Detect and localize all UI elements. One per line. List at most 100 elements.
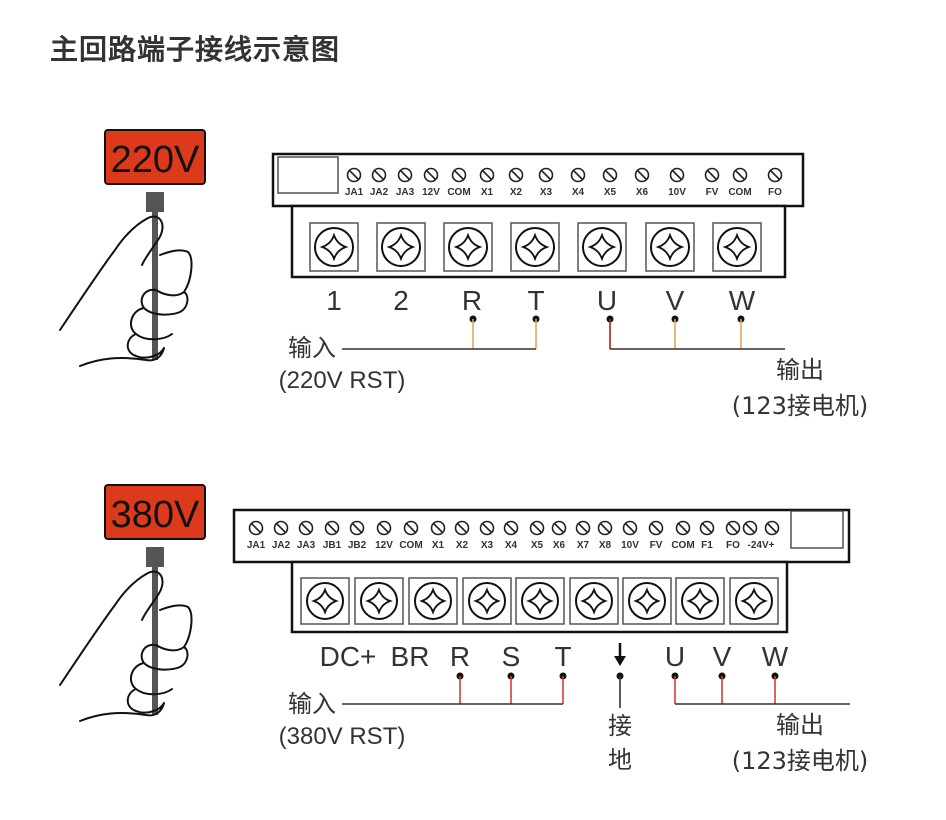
plug-icon [146, 547, 164, 567]
screw-cross-icon [633, 587, 661, 615]
power-terminal-label: T [554, 641, 571, 672]
power-terminal [354, 577, 404, 625]
control-terminal-label: X3 [540, 187, 553, 198]
screw-cross-icon [722, 232, 752, 262]
screw-cross-icon [520, 232, 550, 262]
screw-slot-icon [636, 169, 648, 181]
control-terminal: X4 [570, 167, 586, 198]
control-terminal-label: X1 [481, 187, 494, 198]
control-terminal-label: X7 [577, 540, 590, 551]
control-terminal-label: JA3 [297, 540, 316, 551]
screw-cross-icon [587, 232, 617, 262]
screw-cross-icon [453, 232, 483, 262]
power-terminal-label: R [450, 641, 470, 672]
power-terminal-label: U [597, 285, 617, 316]
control-terminal-label: COM [399, 540, 422, 551]
power-terminal-label: DC+ [320, 641, 377, 672]
plug-icon [146, 192, 164, 212]
control-terminal: X7 [575, 520, 591, 551]
control-terminal-label: X1 [432, 540, 445, 551]
control-terminal-label: 10V [668, 187, 686, 198]
control-terminal: X3 [479, 520, 495, 551]
power-terminal-label: V [713, 641, 732, 672]
control-board [232, 508, 851, 564]
voltage-badge [104, 484, 206, 540]
voltage-label: 220V [111, 139, 200, 181]
power-terminal [569, 577, 619, 625]
screw-slot-icon [275, 522, 287, 534]
control-terminal: X2 [454, 520, 470, 551]
output-label: 输出 [776, 356, 824, 384]
input-label: 输入 [288, 334, 336, 362]
control-terminal-label: FV [706, 187, 719, 198]
control-terminal-label: JA1 [247, 540, 266, 551]
screw-slot-icon [250, 522, 262, 534]
power-terminal [300, 577, 350, 625]
input-sub-label: (380V RST) [279, 723, 406, 750]
control-terminal: JA2 [370, 167, 389, 198]
control-terminal: X3 [538, 167, 554, 198]
control-terminal: JA1 [247, 520, 266, 551]
screw-cross-icon [365, 587, 393, 615]
screw-cross-icon [473, 587, 501, 615]
power-terminal [645, 222, 695, 272]
power-terminal [408, 577, 458, 625]
power-terminal-label: W [762, 641, 789, 672]
control-terminal: COM [447, 167, 471, 198]
control-terminal: X5 [529, 520, 545, 551]
control-terminal: JB1 [323, 520, 342, 551]
cable-icon [152, 567, 158, 715]
screw-cross-icon [319, 232, 349, 262]
power-terminal [577, 222, 627, 272]
screw-slot-icon [766, 522, 778, 534]
screw-slot-icon [599, 522, 611, 534]
screw-slot-icon [727, 522, 739, 534]
control-terminal-label: JA2 [370, 187, 389, 198]
power-terminal [510, 222, 560, 272]
control-terminal-label: X3 [481, 540, 494, 551]
control-terminal: JA3 [297, 520, 316, 551]
control-terminal [742, 520, 758, 536]
screw-slot-icon [351, 522, 363, 534]
screw-slot-icon [326, 522, 338, 534]
screw-cross-icon [386, 232, 416, 262]
control-terminal-label: X8 [599, 540, 612, 551]
power-terminal-label: 1 [326, 285, 342, 316]
power-terminal [622, 577, 672, 625]
control-terminal-label: X4 [505, 540, 518, 551]
control-terminal-label: 12V [422, 187, 440, 198]
control-terminal: 12V [422, 167, 440, 198]
control-terminal: JB2 [348, 520, 367, 551]
screw-slot-icon [348, 169, 360, 181]
power-terminal [309, 222, 359, 272]
screw-slot-icon [540, 169, 552, 181]
control-terminal: JA1 [345, 167, 364, 198]
cable-icon [152, 212, 158, 360]
control-terminal-label: FO [726, 540, 740, 551]
diagram-220v-hand-plug: 220V [59, 129, 206, 367]
control-terminal-label: 10V [621, 540, 639, 551]
control-terminal: JA3 [396, 167, 415, 198]
screw-slot-icon [300, 522, 312, 534]
output-label: 输出 [776, 711, 824, 739]
control-terminal-label: 12V [375, 540, 393, 551]
power-terminal-label: 2 [393, 285, 409, 316]
power-terminal-label: BR [391, 641, 430, 672]
power-terminal [729, 577, 779, 625]
control-terminal-label: X6 [553, 540, 566, 551]
screw-slot-icon [744, 522, 756, 534]
screw-cross-icon [655, 232, 685, 262]
control-terminal: COM [399, 520, 423, 551]
control-terminal-label: X4 [572, 187, 585, 198]
ground-arrow-head [614, 656, 626, 666]
input-sub-label: (220V RST) [279, 367, 406, 394]
power-terminal [462, 577, 512, 625]
screw-cross-icon [419, 587, 447, 615]
screw-cross-icon [526, 587, 554, 615]
control-terminal: 10V [668, 167, 686, 198]
power-terminal-label: V [666, 285, 685, 316]
control-terminal: COM [671, 520, 695, 551]
screw-slot-icon [510, 169, 522, 181]
input-label: 输入 [288, 690, 336, 718]
